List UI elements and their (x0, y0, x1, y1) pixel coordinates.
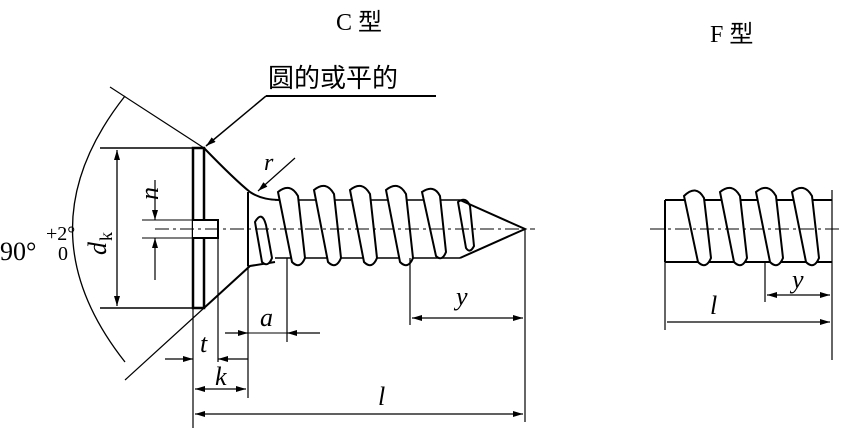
f-type-screw (664, 186, 833, 360)
dim-a: a (260, 303, 273, 332)
title-f-type: F 型 (710, 21, 753, 48)
callout-label: 圆的或平的 (268, 64, 398, 93)
dim-l: l (378, 382, 385, 411)
dim-k: k (215, 362, 227, 391)
dim-dk-sub: k (96, 232, 116, 241)
dim-dk: d (83, 241, 112, 255)
title-c-type: C 型 (336, 9, 382, 36)
dim-t: t (200, 329, 208, 358)
dim-r: r (264, 150, 274, 176)
f-dim-l: l (710, 291, 717, 320)
angle-lower: 0 (58, 243, 68, 265)
angle-upper: +2° (46, 223, 75, 245)
dim-y: y (453, 282, 468, 311)
dim-n: n (135, 187, 164, 200)
c-type-screw (191, 146, 528, 310)
angle-base: 90° (0, 237, 36, 266)
f-dim-y: y (789, 265, 804, 294)
